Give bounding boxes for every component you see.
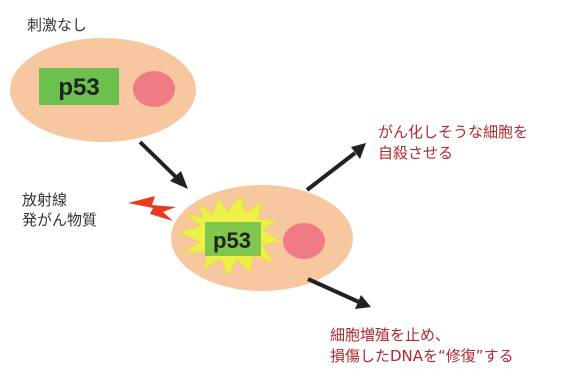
label-stimulus: 放射線 発がん物質 bbox=[22, 191, 98, 229]
arrow-stimulus bbox=[138, 140, 188, 189]
label-no-stimulus: 刺激なし bbox=[27, 16, 88, 34]
arrow-to-repair bbox=[307, 277, 371, 309]
nucleus bbox=[283, 223, 325, 259]
label-outcome-repair: 細胞増殖を止め、 損傷したDNAを“修復”する bbox=[330, 326, 514, 365]
p53-box bbox=[39, 68, 119, 105]
nucleus bbox=[133, 71, 175, 107]
cell-stimulated: p53 bbox=[171, 185, 353, 291]
label-outcome-apoptosis: がん化しそうな細胞を 自殺させる bbox=[378, 123, 529, 162]
p53-box bbox=[205, 222, 261, 256]
cell-unstimulated: p53 bbox=[10, 38, 196, 142]
p53-label: p53 bbox=[58, 74, 99, 101]
arrow-to-apoptosis bbox=[305, 143, 366, 192]
lightning-icon bbox=[128, 196, 176, 221]
p53-label: p53 bbox=[213, 228, 251, 253]
